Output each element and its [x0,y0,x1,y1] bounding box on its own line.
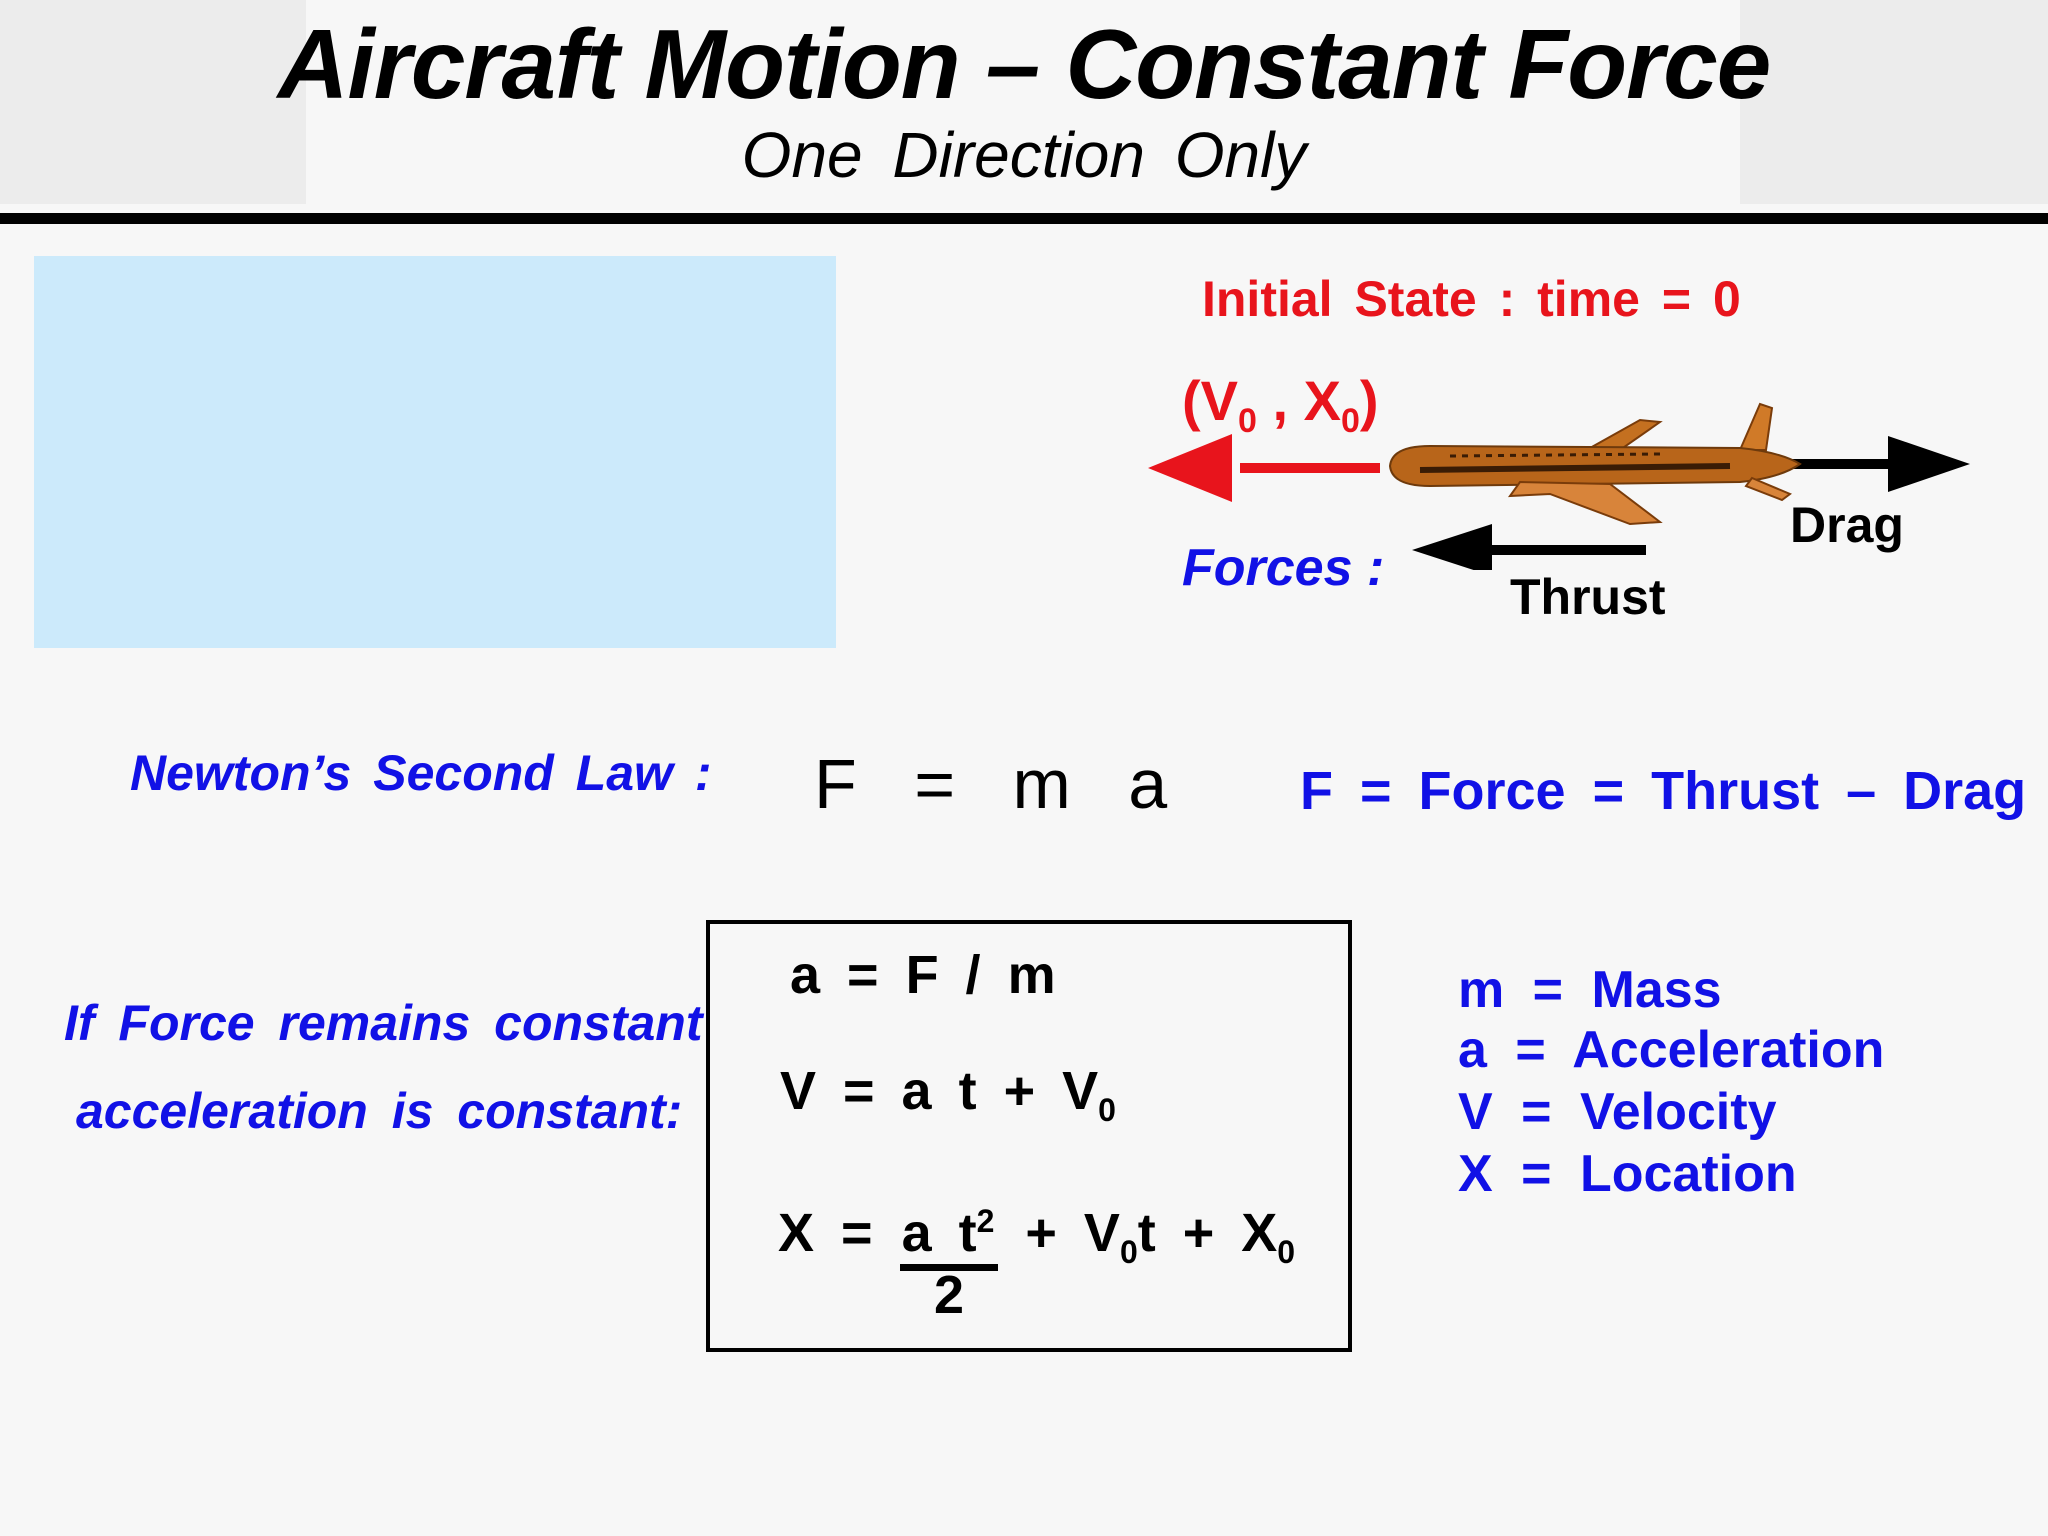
force-definition: F = Force = Thrust – Drag [1300,760,2026,822]
aircraft-icon [1390,404,1800,524]
definition-velocity: V = Velocity [1458,1082,1777,1142]
initial-state-label: Initial State : time = 0 [1202,270,1741,328]
page-title: Aircraft Motion – Constant Force [0,8,2048,121]
drag-label: Drag [1790,496,1904,554]
constant-force-text-line2: acceleration is constant: [76,1082,682,1140]
thrust-label: Thrust [1510,568,1666,626]
newton-law-label: Newton’s Second Law : [130,744,712,802]
definition-location: X = Location [1458,1144,1797,1204]
animation-panel [34,256,836,648]
acceleration-equation: a = F / m [790,944,1056,1006]
velocity-equation: V = a t + V0 [780,1060,1116,1129]
definition-mass: m = Mass [1458,960,1722,1020]
forces-label: Forces : [1182,538,1384,598]
header-divider [0,213,2048,224]
constant-force-text-line1: If Force remains constant [64,994,703,1052]
newton-equation: F = m a [814,744,1167,824]
thrust-arrow [1412,524,1646,570]
page-subtitle: One Direction Only [0,118,2048,192]
velocity-arrow [1148,434,1380,502]
definition-acceleration: a = Acceleration [1458,1020,1884,1080]
drag-arrow [1780,436,1970,492]
